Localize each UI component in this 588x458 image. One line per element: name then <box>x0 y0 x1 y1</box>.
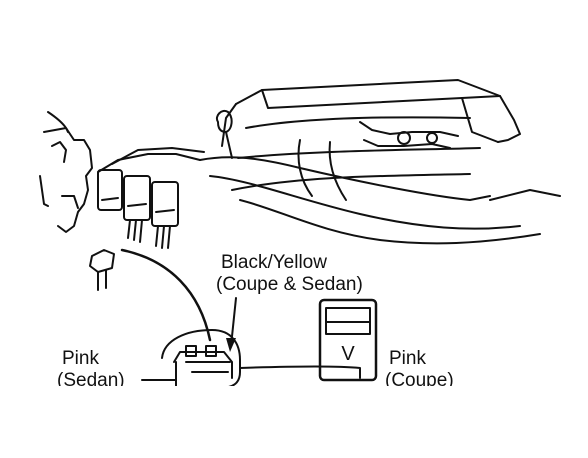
relay-box <box>199 79 561 245</box>
test-connector <box>161 329 241 389</box>
label-coupe: (Coupe) <box>385 370 454 391</box>
voltmeter-symbol: V <box>341 343 355 365</box>
label-black-yellow: Black/Yellow <box>221 252 327 273</box>
harness-connectors <box>89 147 205 291</box>
image-bottom-crop <box>0 386 588 458</box>
voltmeter <box>318 298 378 382</box>
label-coupe-and-sedan: (Coupe & Sedan) <box>216 274 363 295</box>
connector-lead <box>120 248 212 342</box>
probe-wire-coupe <box>239 365 361 379</box>
engine-left-fragment <box>39 111 93 233</box>
arrow-head <box>226 338 236 352</box>
label-sedan: (Sedan) <box>57 370 125 391</box>
label-pink-sedan: Pink <box>62 348 99 369</box>
label-pink-coupe: Pink <box>389 348 426 369</box>
